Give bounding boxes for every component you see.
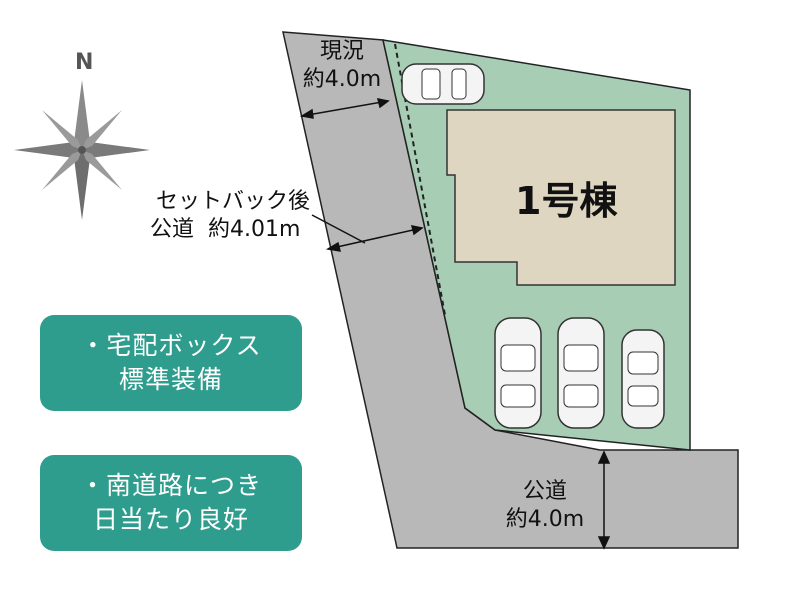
car-icon bbox=[401, 63, 485, 105]
feature-south-road-line2: 日当たり良好 bbox=[92, 505, 249, 534]
south-road-label-line1: 公道 bbox=[522, 479, 567, 504]
compass-rose-icon bbox=[14, 80, 150, 220]
south-road-label: 公道 約4.0m bbox=[500, 478, 590, 534]
feature-delivery-box-line1: ・宅配ボックス bbox=[80, 331, 262, 360]
south-road-width-arrow bbox=[597, 450, 611, 550]
existing-road-width-arrow bbox=[299, 98, 390, 119]
existing-road-label-line2: 約4.0m bbox=[302, 67, 382, 92]
feature-delivery-box: ・宅配ボックス 標準装備 bbox=[40, 315, 302, 411]
feature-south-road-line1: ・南道路につき bbox=[79, 471, 262, 500]
south-road-label-line2: 約4.0m bbox=[505, 507, 585, 532]
building-1 bbox=[446, 109, 676, 286]
existing-road-label-line1: 現況 bbox=[319, 39, 364, 64]
setback-road-width-arrow bbox=[311, 214, 424, 252]
feature-delivery-box-line2: 標準装備 bbox=[118, 365, 223, 394]
north-label: N bbox=[75, 50, 94, 75]
existing-road-label: 現況 約4.0m bbox=[296, 38, 388, 94]
car-icon bbox=[557, 317, 605, 429]
car-icon bbox=[494, 317, 542, 429]
car-icon bbox=[621, 329, 665, 429]
building-label: 1号棟 bbox=[515, 179, 618, 223]
setback-road-label: セットバック後 公道 約4.01m bbox=[150, 188, 310, 244]
setback-road-label-line2: 公道 約4.01m bbox=[150, 217, 301, 242]
feature-south-road: ・南道路につき 日当たり良好 bbox=[40, 455, 302, 551]
setback-road-label-line1: セットバック後 bbox=[156, 189, 311, 214]
